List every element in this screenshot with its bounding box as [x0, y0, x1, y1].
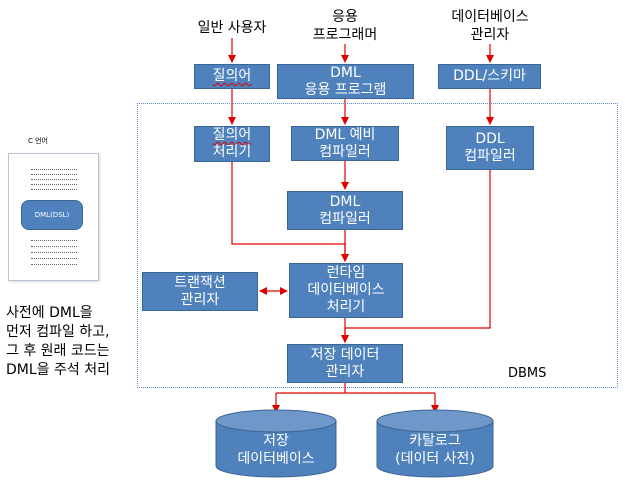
- runtime-processor-line1: 런타임: [326, 265, 366, 281]
- stored-database-cylinder: [215, 409, 337, 478]
- runtime-processor-line3: 처리기: [326, 299, 366, 315]
- dml-dsl-pill: DML(DSL): [21, 200, 83, 230]
- db-admin-line2: 관리자: [470, 27, 510, 43]
- dml-application-line1: DML: [330, 64, 361, 81]
- note-line3: 그 후 원래 코드는: [6, 343, 110, 359]
- app-programmer-label: 응용 프로그래머: [298, 8, 392, 44]
- precompile-note: 사전에 DML을 먼저 컴파일 하고, 그 후 원래 코드는 DML을 주석 처…: [6, 304, 110, 380]
- dml-precompiler-line2: 컴파일러: [319, 143, 371, 160]
- query-processor-line2: 처리기: [212, 144, 252, 160]
- stored-database-label: 저장 데이터베이스: [216, 432, 336, 468]
- dbms-boundary: [137, 103, 618, 388]
- catalog-line1: 카탈로그: [409, 433, 461, 449]
- catalog-cylinder: [376, 409, 494, 478]
- dml-application-line2: 응용 프로그램: [304, 81, 387, 98]
- dml-precompiler-box: DML 예비 컴파일러: [291, 126, 399, 161]
- ddl-schema-label: DDL/스키마: [453, 68, 526, 84]
- db-admin-label: 데이터베이스 관리자: [436, 8, 544, 44]
- db-admin-line1: 데이터베이스: [451, 9, 529, 25]
- end-user-label: 일반 사용자: [197, 20, 267, 36]
- query-processor-line1: 질의어: [212, 127, 252, 143]
- ddl-compiler-line2: 컴파일러: [464, 148, 516, 164]
- catalog-line2: (데이터 사전): [395, 451, 475, 467]
- doc-line: [31, 179, 77, 180]
- doc-line: [31, 240, 77, 241]
- query-processor-box: 질의어 처리기: [194, 126, 270, 162]
- dml-application-box: DML 응용 프로그램: [277, 64, 414, 99]
- storage-manager-line2: 관리자: [325, 363, 365, 380]
- ddl-compiler-line1: DDL: [475, 131, 505, 147]
- query-box: 질의어: [194, 64, 270, 89]
- doc-line: [31, 189, 77, 190]
- doc-line: [31, 258, 77, 259]
- doc-line: [31, 264, 77, 265]
- dml-precompiler-line1: DML 예비: [314, 126, 376, 143]
- runtime-processor-line2: 데이터베이스: [307, 282, 385, 298]
- side-doc-title: C 언어: [28, 137, 48, 145]
- app-programmer-line2: 프로그래머: [312, 27, 378, 43]
- dml-compiler-line2: 컴파일러: [319, 210, 371, 227]
- query-box-label: 질의어: [212, 68, 252, 84]
- storage-manager-line1: 저장 데이터: [310, 346, 380, 363]
- app-programmer-line1: 응용: [332, 9, 358, 25]
- transaction-manager-box: 트랜잭션 관리자: [142, 272, 258, 311]
- transaction-manager-line1: 트랜잭션: [174, 274, 226, 291]
- note-line4: DML을 주석 처리: [6, 362, 110, 378]
- doc-line: [31, 184, 77, 185]
- catalog-label: 카탈로그 (데이터 사전): [377, 432, 493, 468]
- runtime-processor-box: 런타임 데이터베이스 처리기: [289, 263, 403, 318]
- stored-database-line2: 데이터베이스: [237, 451, 315, 467]
- c-source-document: DML(DSL): [8, 153, 99, 281]
- doc-line: [31, 246, 77, 247]
- storage-manager-box: 저장 데이터 관리자: [287, 344, 403, 383]
- dml-compiler-box: DML 컴파일러: [287, 191, 403, 230]
- transaction-manager-line2: 관리자: [180, 291, 220, 308]
- doc-line: [31, 252, 77, 253]
- stored-database-line1: 저장: [263, 433, 289, 449]
- ddl-compiler-box: DDL 컴파일러: [446, 126, 534, 170]
- dml-compiler-line1: DML: [329, 193, 361, 210]
- dbms-label: DBMS: [508, 366, 547, 381]
- note-line2: 먼저 컴파일 하고,: [6, 324, 110, 340]
- doc-line: [31, 169, 77, 170]
- doc-line: [31, 174, 77, 175]
- note-line1: 사전에 DML을: [6, 305, 93, 321]
- ddl-schema-box: DDL/스키마: [438, 64, 541, 89]
